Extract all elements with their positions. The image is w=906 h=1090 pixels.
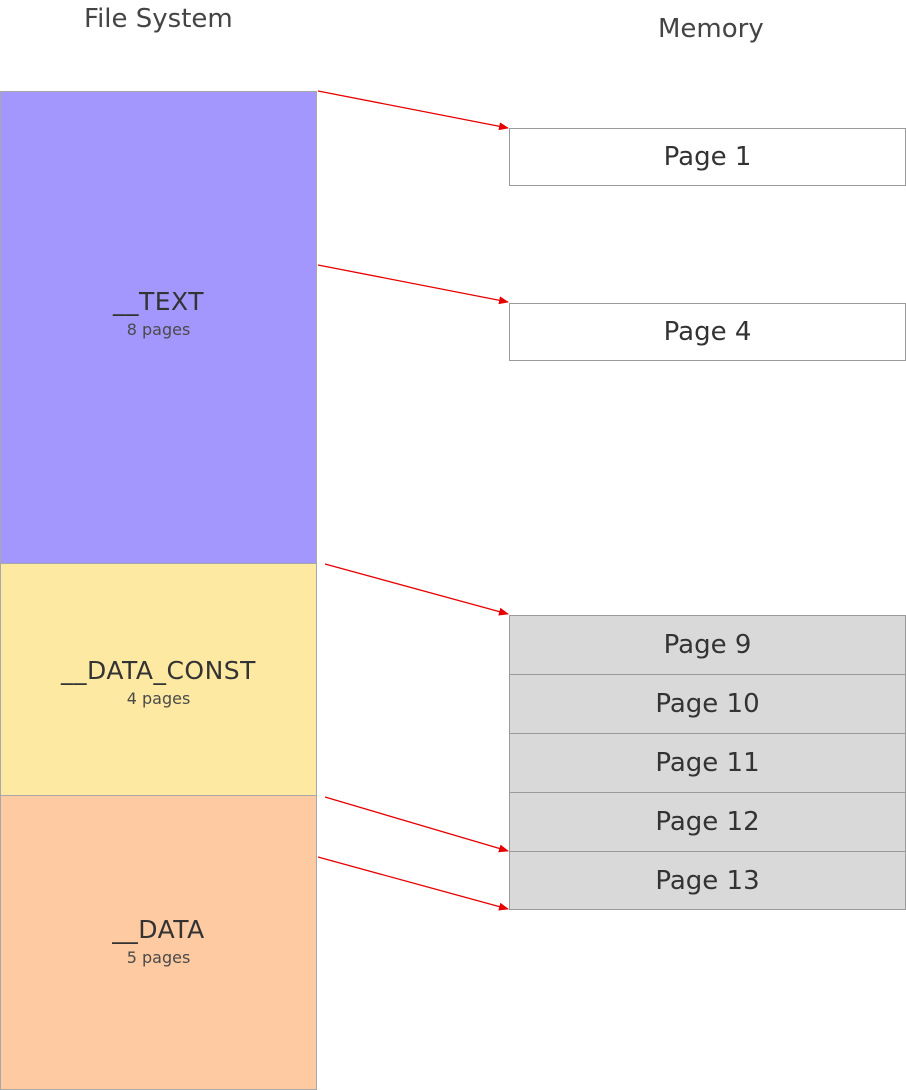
segment-text-pages: 8 pages — [126, 320, 191, 339]
memory-page-1: Page 1 — [509, 128, 906, 186]
segment-data-const-pages: 4 pages — [126, 689, 191, 708]
arrow-to-page-4 — [317, 264, 509, 305]
segment-data-const-name: __DATA_CONST — [61, 656, 256, 685]
segment-text — [0, 91, 317, 564]
segment-text-name: __TEXT — [112, 287, 205, 316]
memory-page-12: Page 12 — [509, 792, 906, 852]
file-system-heading: File System — [84, 4, 233, 34]
memory-page-10: Page 10 — [509, 674, 906, 734]
memory-page-4: Page 4 — [509, 303, 906, 361]
segment-data-pages: 5 pages — [126, 948, 191, 967]
arrow-to-page-12 — [324, 796, 509, 853]
memory-heading: Memory — [658, 14, 764, 44]
segment-data-const-label: __DATA_CONST 4 pages — [0, 656, 317, 708]
segment-text-label: __TEXT 8 pages — [0, 287, 317, 339]
memory-page-11: Page 11 — [509, 733, 906, 793]
arrow-to-page-13 — [317, 856, 509, 911]
segment-data-label: __DATA 5 pages — [0, 915, 317, 967]
arrow-to-page-1 — [317, 90, 509, 131]
segment-data-name: __DATA — [112, 915, 205, 944]
arrow-to-page-9 — [324, 563, 509, 616]
segment-data-const — [0, 563, 317, 796]
memory-page-9: Page 9 — [509, 615, 906, 675]
memory-page-13: Page 13 — [509, 851, 906, 910]
